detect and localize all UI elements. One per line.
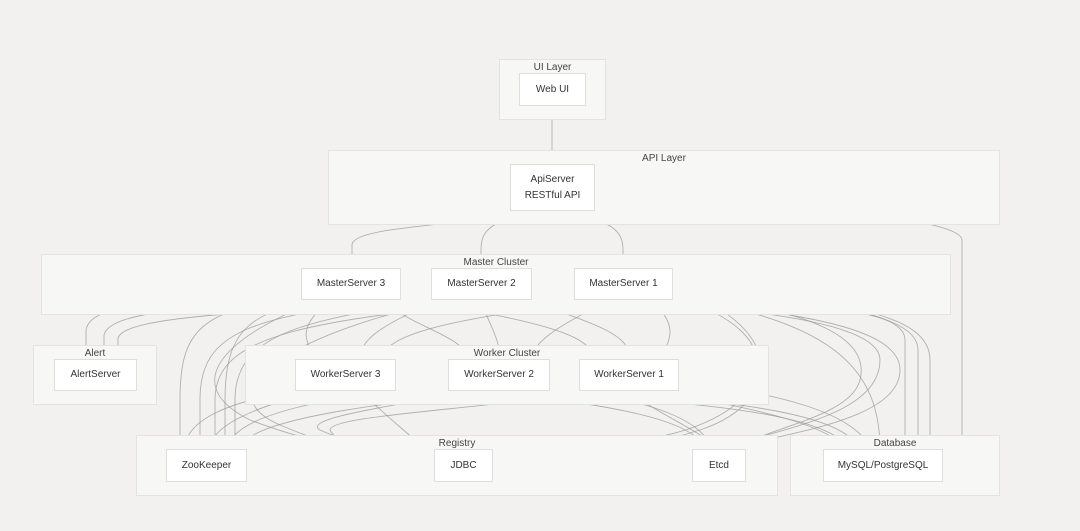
worker-server-1-text: WorkerServer 1 (594, 369, 664, 380)
master-server-3-text: MasterServer 3 (316, 278, 386, 289)
etcd-text: Etcd (708, 459, 729, 471)
master-server-1-node[interactable]: MasterServer 1 (574, 268, 673, 300)
master-server-3-node[interactable]: MasterServer 3 (301, 268, 401, 300)
web-ui-text: Web UI (535, 83, 570, 95)
worker-cluster-label: Worker Cluster (473, 348, 541, 359)
database-text: MySQL/PostgreSQL (837, 459, 929, 471)
ui-layer-label: UI Layer (533, 62, 572, 73)
alert-label: Alert (84, 348, 106, 359)
master-server-2-text: MasterServer 2 (447, 278, 516, 289)
worker-server-3-node[interactable]: WorkerServer 3 (295, 359, 396, 391)
jdbc-text: JDBC (450, 459, 477, 471)
master-cluster-label: Master Cluster (463, 257, 529, 268)
worker-server-1-node[interactable]: WorkerServer 1 (579, 359, 679, 391)
worker-server-3-text: WorkerServer 3 (310, 369, 381, 380)
database-label: Database (873, 438, 917, 449)
master-server-1-text: MasterServer 1 (589, 278, 658, 289)
worker-server-2-node[interactable]: WorkerServer 2 (448, 359, 550, 391)
api-server-title: ApiServer (530, 173, 575, 185)
etcd-node[interactable]: Etcd (692, 449, 746, 482)
zookeeper-text: ZooKeeper (181, 459, 232, 471)
web-ui-node[interactable]: Web UI (519, 73, 586, 106)
registry-label: Registry (438, 438, 476, 449)
api-server-node[interactable]: ApiServer RESTful API (510, 164, 595, 211)
alert-server-node[interactable]: AlertServer (54, 359, 137, 391)
edge-api-to-database (594, 189, 963, 465)
master-cluster-group: Master Cluster (41, 254, 951, 315)
api-server-subtitle: RESTful API (524, 189, 581, 201)
jdbc-node[interactable]: JDBC (434, 449, 493, 482)
master-server-2-node[interactable]: MasterServer 2 (431, 268, 532, 300)
worker-cluster-group: Worker Cluster (245, 345, 769, 405)
alert-server-text: AlertServer (70, 369, 121, 380)
api-layer-label: API Layer (642, 153, 686, 164)
database-node[interactable]: MySQL/PostgreSQL (823, 449, 943, 482)
api-layer-group: API Layer (328, 150, 1000, 225)
zookeeper-node[interactable]: ZooKeeper (166, 449, 247, 482)
worker-server-2-text: WorkerServer 2 (464, 369, 534, 380)
